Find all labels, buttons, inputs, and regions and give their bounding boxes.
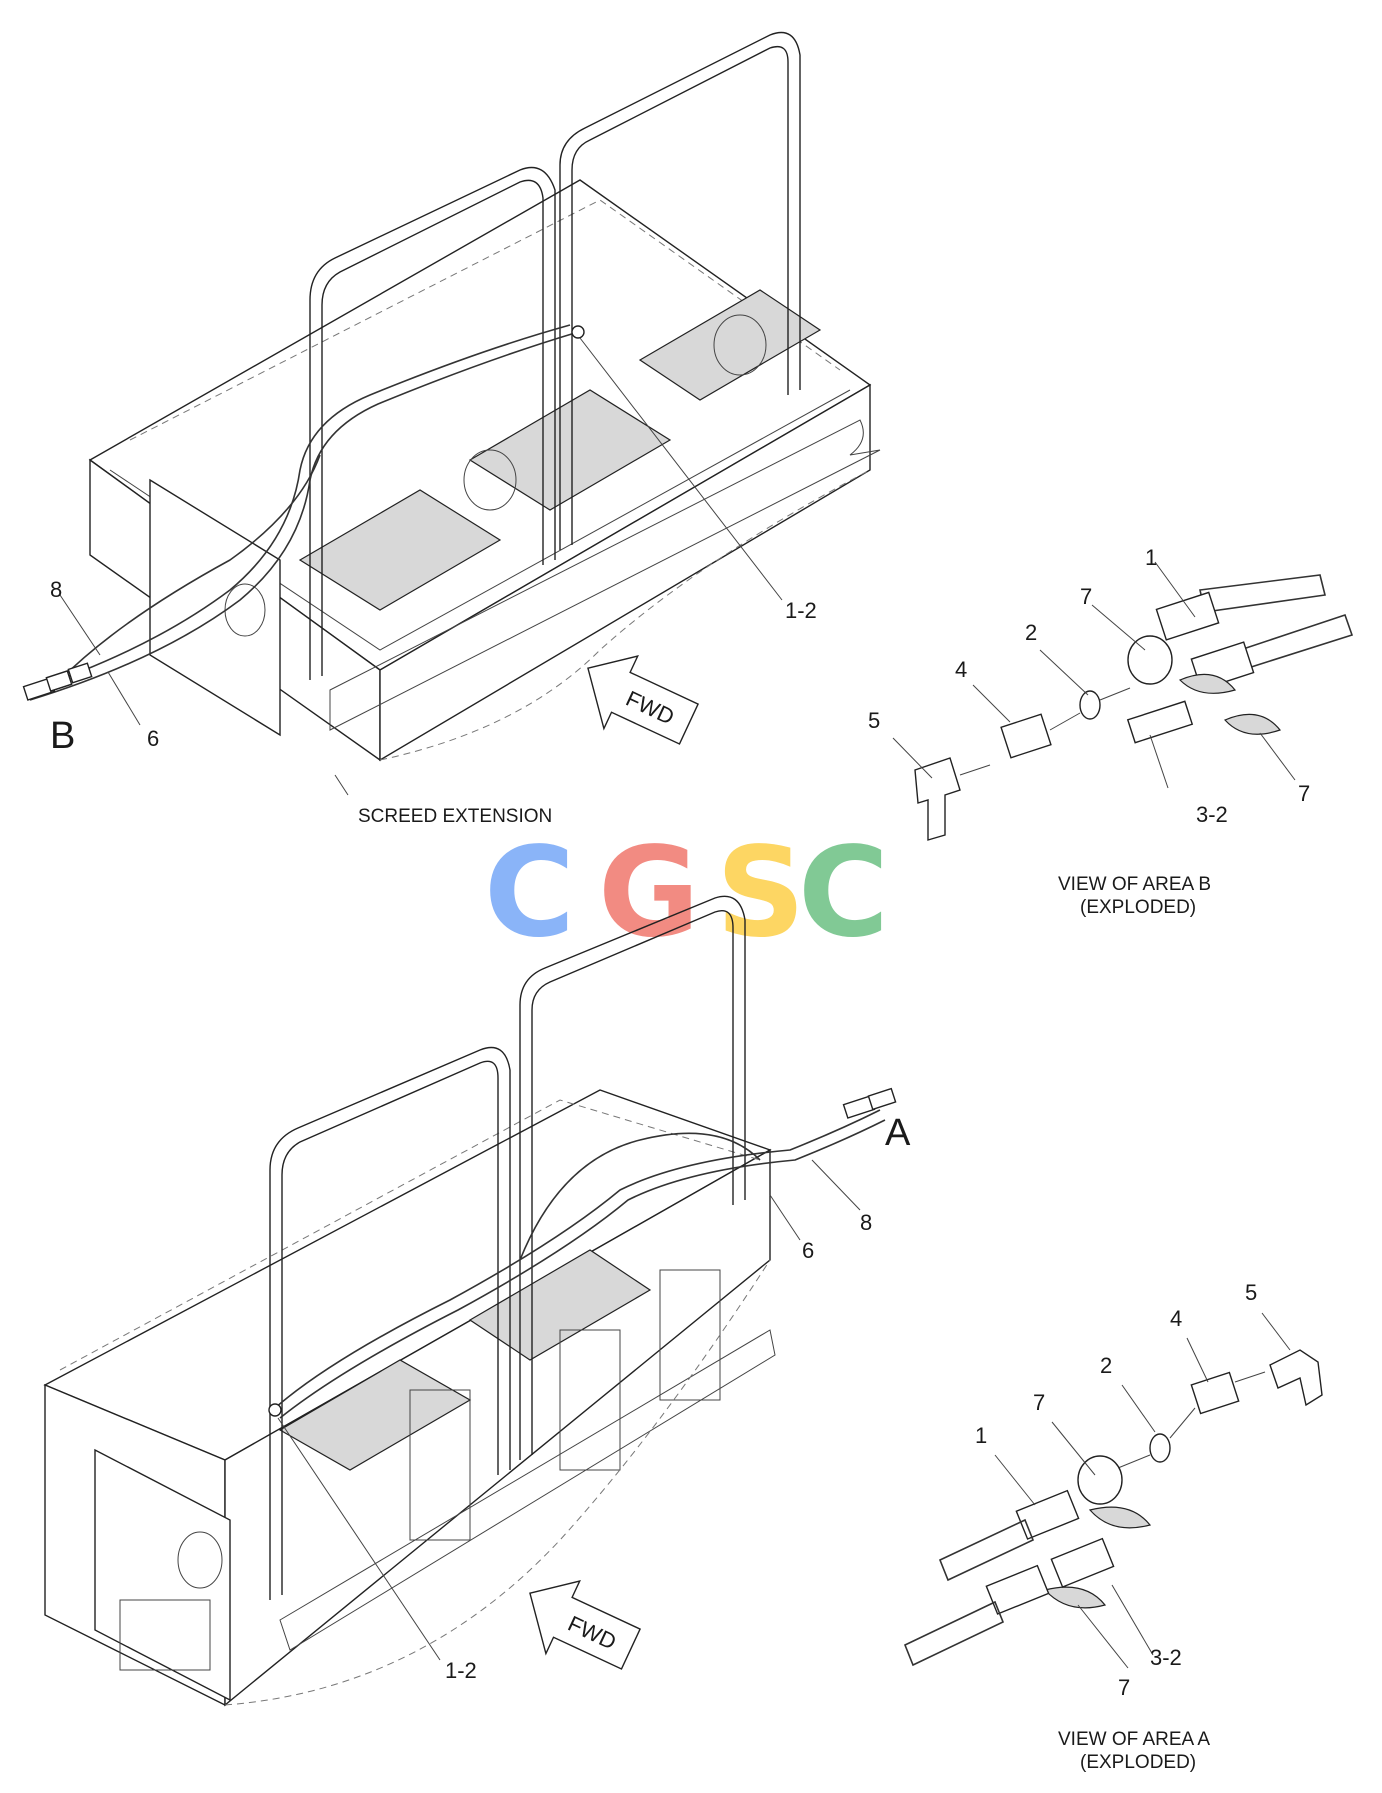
watermark-letter-1: C <box>484 821 575 965</box>
caption-area-a-line2: (EXPLODED) <box>1080 1752 1196 1773</box>
callout-6-bottom: 6 <box>802 1238 814 1263</box>
caption-area-b-line2: (EXPLODED) <box>1080 897 1196 918</box>
callout-1-b: 1 <box>1145 545 1157 570</box>
callout-2-a: 2 <box>1100 1353 1112 1378</box>
callout-5-a: 5 <box>1245 1280 1257 1305</box>
watermark-letter-2: G <box>598 821 700 965</box>
caption-area-b-line1: VIEW OF AREA B <box>1058 874 1211 895</box>
callout-7-b-lower: 7 <box>1298 781 1310 806</box>
callout-1-2-bottom: 1-2 <box>445 1658 477 1683</box>
callout-7-b-upper: 7 <box>1080 584 1092 609</box>
callout-1-a: 1 <box>975 1423 987 1448</box>
callout-6-top: 6 <box>147 726 159 751</box>
callout-8-bottom: 8 <box>860 1210 872 1235</box>
area-b-letter: B <box>50 715 75 757</box>
callout-3-2-b: 3-2 <box>1196 802 1228 827</box>
callout-3-2-a: 3-2 <box>1150 1645 1182 1670</box>
screed-extension-label: SCREED EXTENSION <box>358 806 552 827</box>
callout-1-2-top: 1-2 <box>785 598 817 623</box>
bottom-screed-assembly <box>43 895 897 1707</box>
fwd-arrow-top: FWD <box>587 655 700 745</box>
caption-area-a-line1: VIEW OF AREA A <box>1058 1729 1210 1750</box>
top-screed-assembly <box>22 31 881 796</box>
area-a-letter: A <box>885 1112 911 1154</box>
callout-4-a: 4 <box>1170 1306 1182 1331</box>
watermark-letter-3: S <box>716 821 805 965</box>
exploded-view-a <box>903 1312 1323 1669</box>
fwd-arrow-bottom: FWD <box>529 1580 642 1670</box>
callout-7-a-lower: 7 <box>1118 1675 1130 1700</box>
watermark-letter-4: C <box>798 821 889 965</box>
callout-4-b: 4 <box>955 657 967 682</box>
callout-7-a-upper: 7 <box>1033 1390 1045 1415</box>
callout-5-b: 5 <box>868 708 880 733</box>
callout-2-b: 2 <box>1025 620 1037 645</box>
cgsc-watermark: C G S C <box>484 821 889 965</box>
exploded-view-b <box>892 561 1354 841</box>
callout-8-top: 8 <box>50 577 62 602</box>
